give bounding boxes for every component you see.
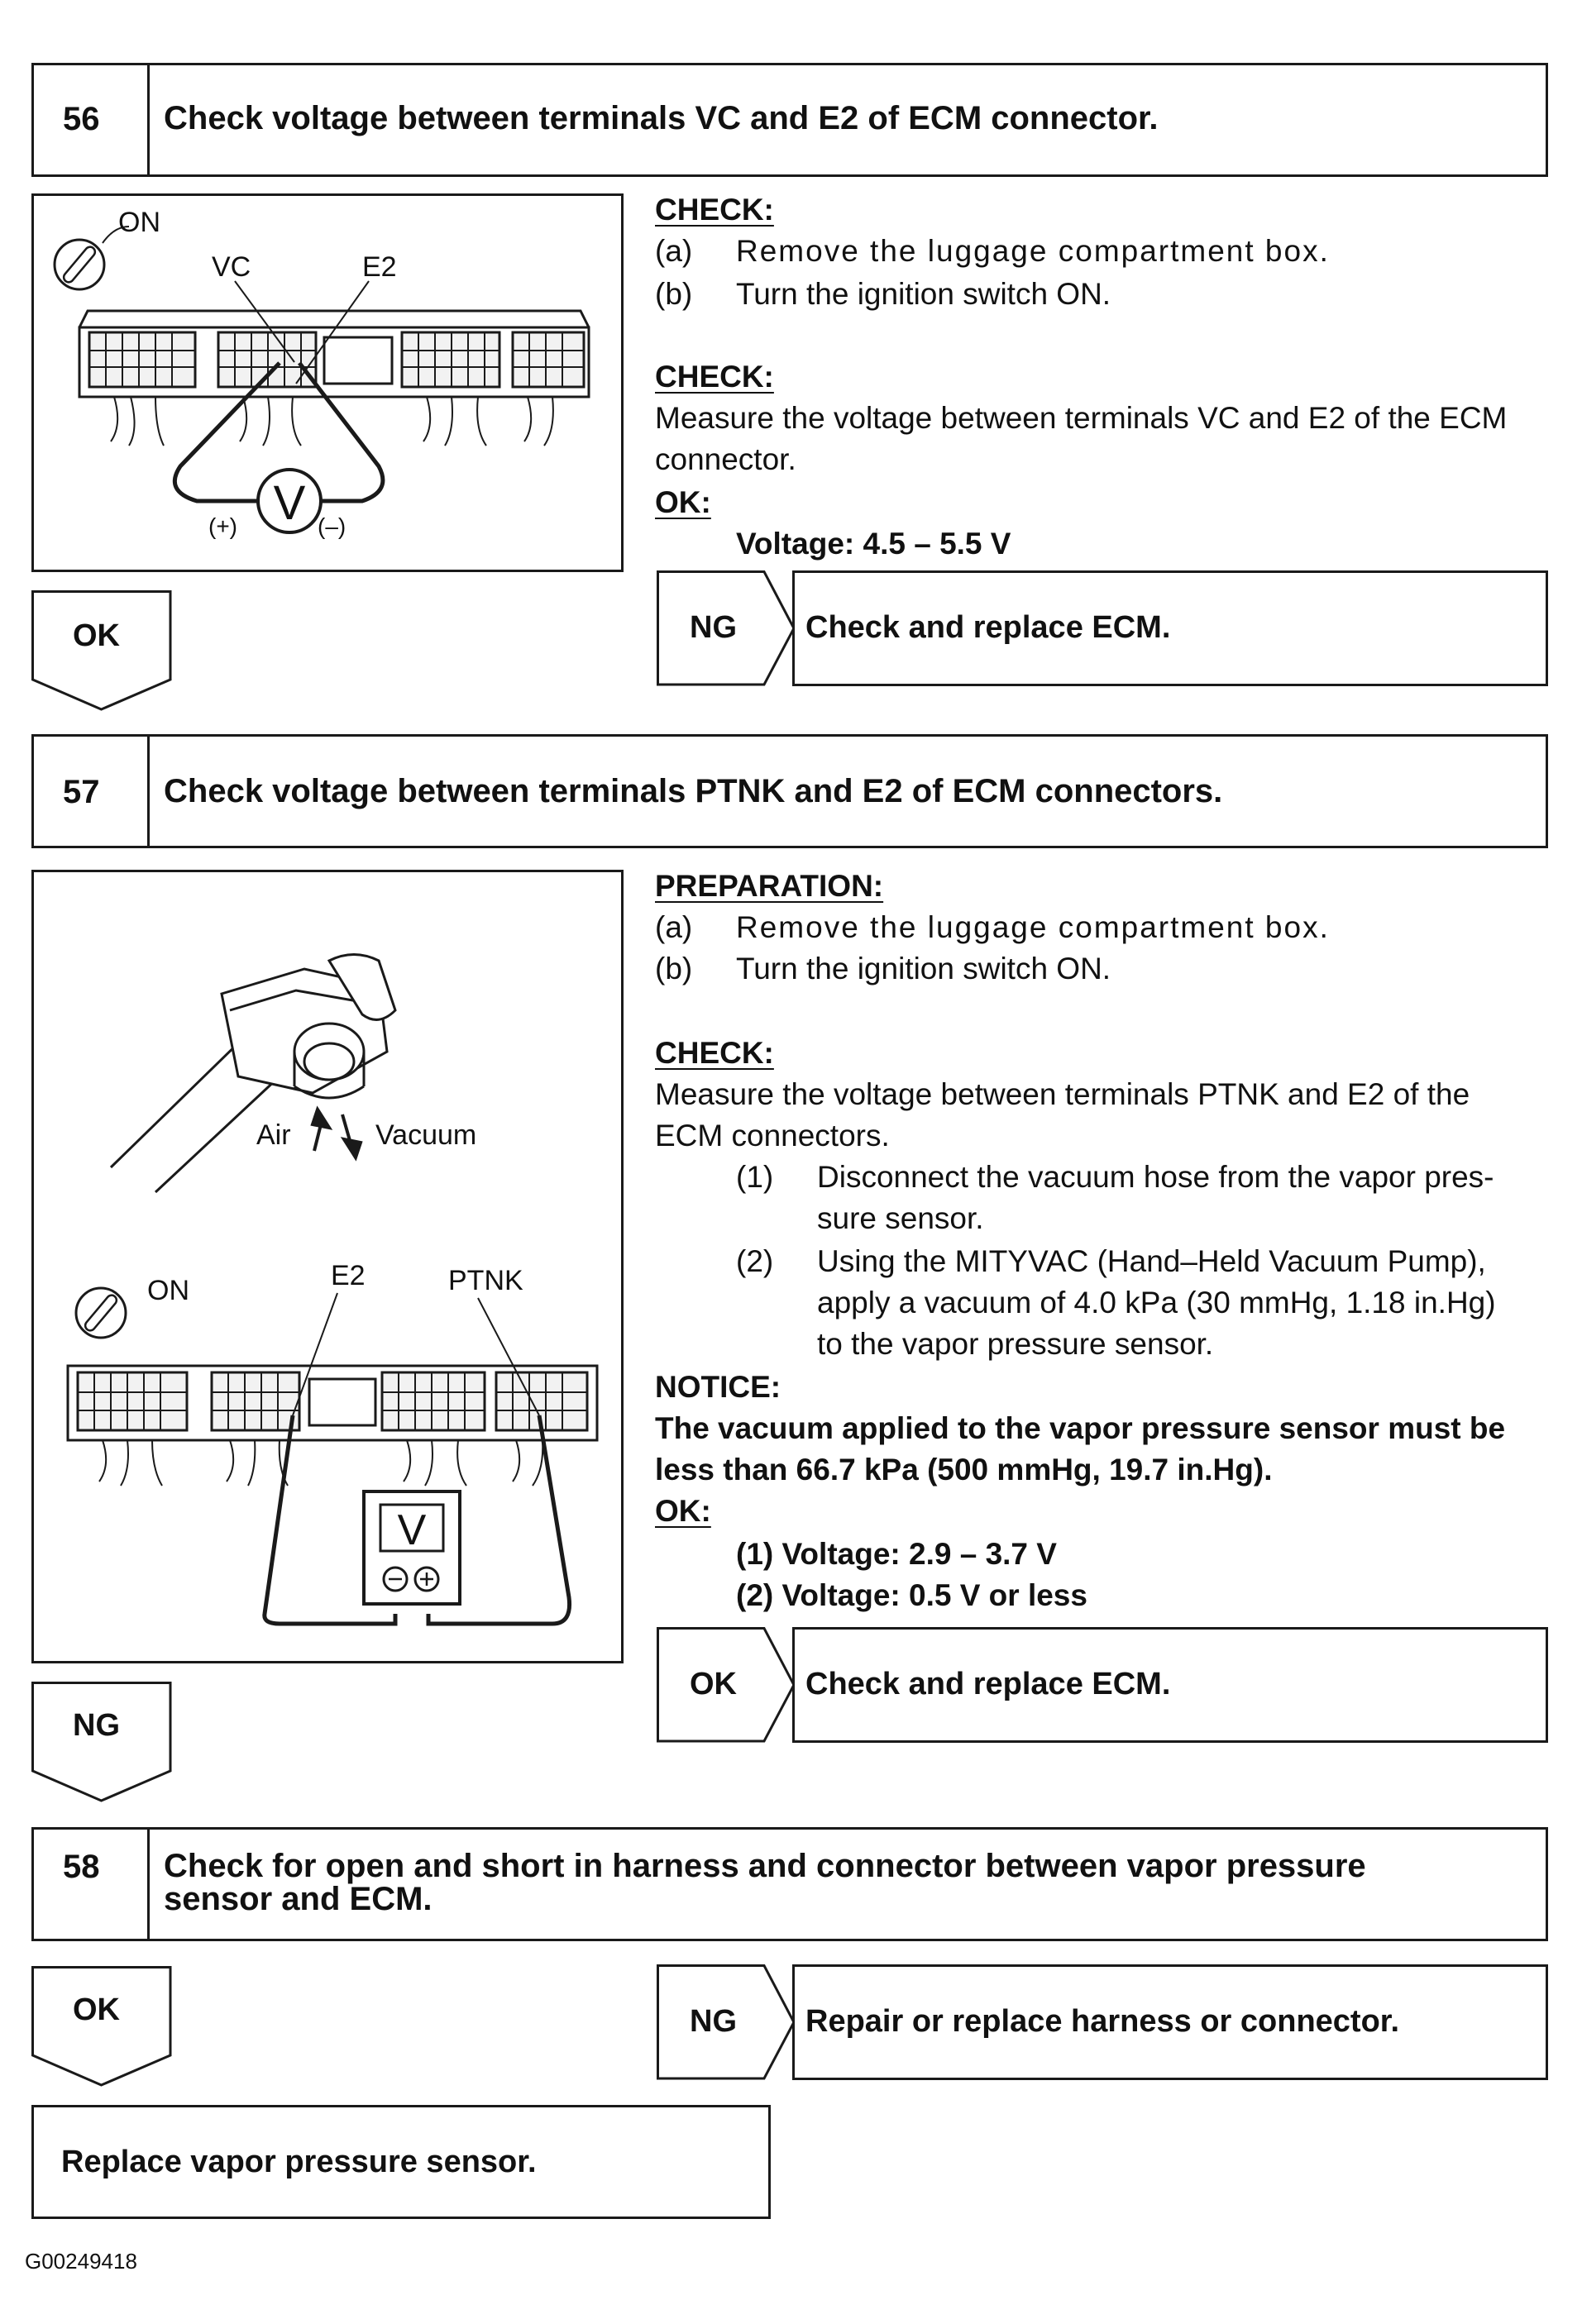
step-56-check1-item-b-marker: (b) <box>655 277 693 311</box>
step-57-sub-1-line1: Disconnect the vacuum hose from the vapo… <box>817 1160 1494 1194</box>
step-56-result-box <box>792 570 1548 686</box>
step-56-result-text: Check and replace ECM. <box>805 610 1171 645</box>
step-57-ok-flag-label: OK <box>690 1667 737 1701</box>
step-56-check1-item-a-text: Remove the luggage compartment box. <box>736 234 1330 268</box>
step-57-sub-1-marker: (1) <box>736 1160 774 1194</box>
vapor-pressure-sensor-drawing <box>109 953 397 1194</box>
step-57-header-divider <box>147 734 150 848</box>
step-56-check1-item-b-text: Turn the ignition switch ON. <box>736 277 1111 311</box>
step-57-result-box <box>792 1627 1548 1743</box>
step-57-figure: Air Vacuum ON E2 PTNK <box>31 870 624 1663</box>
fig56-minus-label: (–) <box>318 513 346 539</box>
step-57-sub-2-line3: to the vapor pressure sensor. <box>817 1327 1214 1361</box>
final-result-box <box>31 2105 771 2219</box>
step-56-ok-heading: OK: <box>655 485 711 519</box>
voltmeter-icon: V <box>362 1490 461 1606</box>
step-57-prep-item-a-marker: (a) <box>655 910 693 944</box>
ignition-key-icon <box>53 238 106 291</box>
step-57-ng-flag-label: NG <box>73 1708 120 1743</box>
fig57-air-label: Air <box>256 1119 291 1151</box>
step-58-header-divider <box>147 1827 150 1941</box>
step-57-sub-2-line1: Using the MITYVAC (Hand–Held Vacuum Pump… <box>817 1244 1486 1278</box>
step-57-prep-item-b-text: Turn the ignition switch ON. <box>736 952 1111 985</box>
step-58-ng-flag <box>657 1964 796 2080</box>
fig57-vacuum-label: Vacuum <box>375 1119 476 1151</box>
step-57-header <box>31 734 1548 848</box>
step-57-ok-flag <box>657 1627 796 1743</box>
fig56-on-label: ON <box>118 207 160 238</box>
step-57-ng-flag <box>31 1682 172 1802</box>
step-58-ok-flag-label: OK <box>73 1992 120 2027</box>
step-58-header <box>31 1827 1548 1941</box>
step-57-sub-1-line2: sure sensor. <box>817 1201 984 1235</box>
fig57-ptnk-label: PTNK <box>448 1265 523 1296</box>
step-57-notice-line1: The vacuum applied to the vapor pressure… <box>655 1411 1506 1445</box>
step-57-check-heading: CHECK: <box>655 1036 774 1070</box>
step-56-figure: ON VC E2 V <box>31 193 624 572</box>
step-57-prep-heading: PREPARATION: <box>655 869 884 903</box>
step-58-ng-flag-label: NG <box>690 2004 737 2039</box>
step-56-ng-flag <box>657 570 796 686</box>
step-56-number: 56 <box>63 101 100 137</box>
fig57-e2-label: E2 <box>331 1260 366 1291</box>
step-57-number: 57 <box>63 774 100 810</box>
step-57-title: Check voltage between terminals PTNK and… <box>164 773 1223 809</box>
step-58-result-box <box>792 1964 1548 2080</box>
fig56-plus-label: (+) <box>208 513 237 539</box>
step-57-sub-2-line2: apply a vacuum of 4.0 kPa (30 mmHg, 1.18… <box>817 1286 1496 1319</box>
ignition-key-icon <box>74 1286 127 1339</box>
fig57-on-label: ON <box>147 1275 189 1306</box>
ecm-connector-drawing <box>66 1364 599 1487</box>
step-57-result-text: Check and replace ECM. <box>805 1667 1171 1701</box>
step-58-title-line2: sensor and ECM. <box>164 1881 433 1917</box>
voltmeter-icon: V <box>256 468 323 534</box>
step-58-result-text: Repair or replace harness or connector. <box>805 2004 1400 2039</box>
step-56-ok-flag-label: OK <box>73 618 120 653</box>
step-57-check-line2: ECM connectors. <box>655 1119 890 1152</box>
step-58-ok-flag <box>31 1966 172 2087</box>
step-57-prep-item-a-text: Remove the luggage compartment box. <box>736 910 1330 944</box>
fig56-meter-label: V <box>274 476 306 530</box>
step-57-sub-2-marker: (2) <box>736 1244 774 1278</box>
fig57-meter-label: V <box>398 1506 427 1554</box>
step-57-prep-item-b-marker: (b) <box>655 952 693 985</box>
footer-code: G00249418 <box>25 2249 137 2274</box>
step-56-check1-heading: CHECK: <box>655 193 774 227</box>
fig56-vc-label: VC <box>212 251 251 283</box>
step-56-header <box>31 63 1548 177</box>
step-56-check2-text-line1: Measure the voltage between terminals VC… <box>655 401 1508 435</box>
step-57-ok-value-2: (2) Voltage: 0.5 V or less <box>736 1578 1087 1612</box>
step-56-ok-flag <box>31 590 172 711</box>
step-56-ok-value: Voltage: 4.5 – 5.5 V <box>736 527 1011 561</box>
step-56-check2-text-line2: connector. <box>655 442 796 476</box>
step-58-number: 58 <box>63 1849 100 1885</box>
step-56-title: Check voltage between terminals VC and E… <box>164 100 1159 136</box>
step-57-ok-heading: OK: <box>655 1494 711 1528</box>
step-57-ok-value-1: (1) Voltage: 2.9 – 3.7 V <box>736 1537 1057 1571</box>
step-57-notice-heading: NOTICE: <box>655 1370 781 1404</box>
step-56-check2-heading: CHECK: <box>655 360 774 394</box>
step-58-title-line1: Check for open and short in harness and … <box>164 1848 1366 1884</box>
step-56-ng-flag-label: NG <box>690 610 737 645</box>
step-57-check-line1: Measure the voltage between terminals PT… <box>655 1077 1470 1111</box>
step-56-check1-item-a-marker: (a) <box>655 234 693 268</box>
step-56-header-divider <box>147 63 150 177</box>
step-57-notice-line2: less than 66.7 kPa (500 mmHg, 19.7 in.Hg… <box>655 1453 1273 1487</box>
final-result-text: Replace vapor pressure sensor. <box>61 2145 537 2179</box>
air-vacuum-arrows-icon <box>310 1105 363 1162</box>
fig56-e2-label: E2 <box>362 251 397 283</box>
ecm-connector-drawing <box>78 309 590 446</box>
